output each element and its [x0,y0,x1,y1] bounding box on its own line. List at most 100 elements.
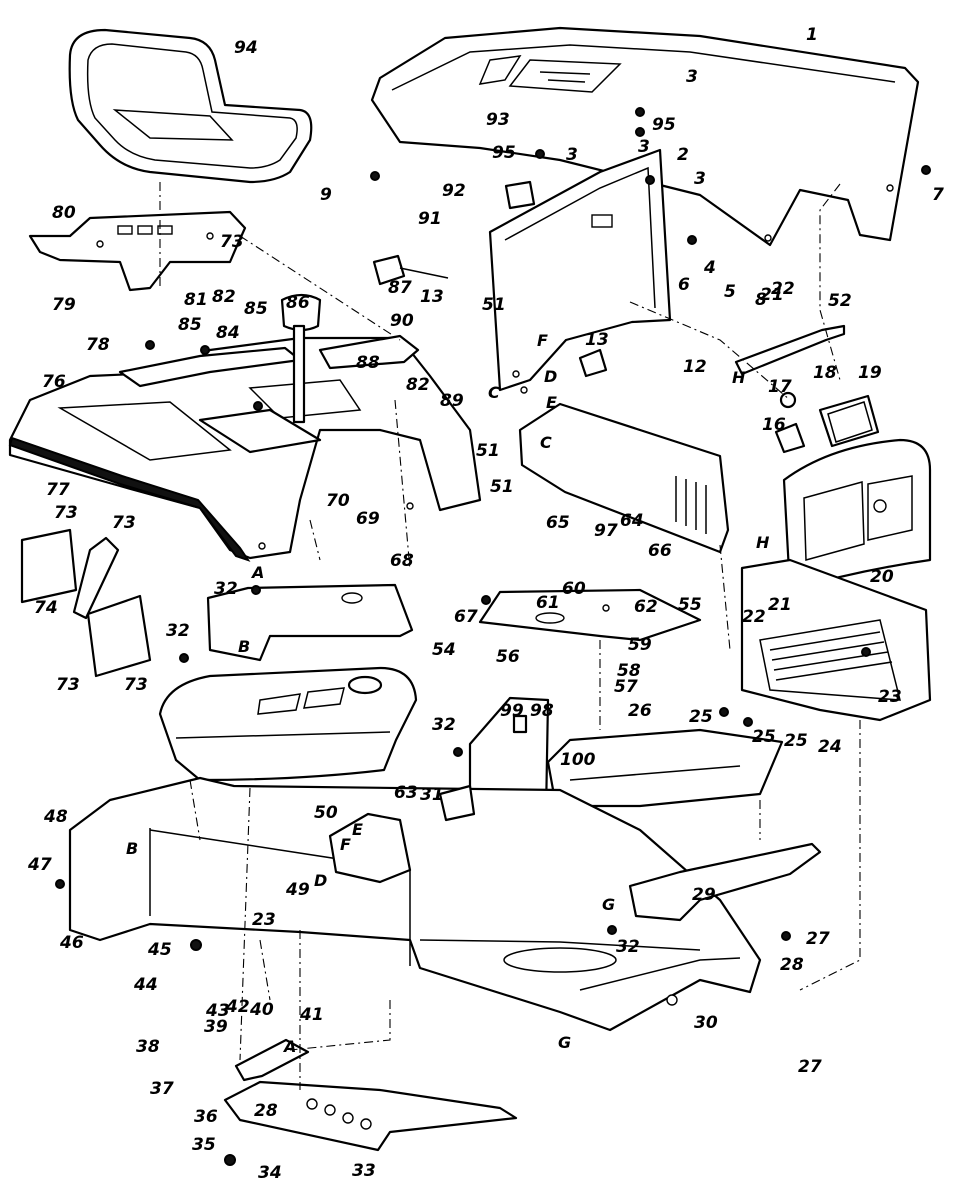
callout-29: 29 [692,885,716,905]
connection-letter-b: B [126,839,138,858]
callout-88: 88 [356,353,380,373]
callout-82: 82 [406,375,430,395]
callout-62: 62 [634,597,658,617]
callout-91: 91 [418,209,442,229]
callout-16: 16 [762,415,786,435]
callout-47: 47 [27,855,52,875]
callout-73: 73 [220,232,244,252]
callout-61: 61 [536,593,560,613]
fuel-tank [158,666,418,782]
callout-40: 40 [249,1000,274,1020]
throttle-control [372,254,449,286]
connection-letter-h: H [756,533,770,552]
battery-tray [478,588,702,642]
connection-letter-e: E [352,820,363,839]
callout-78: 78 [86,335,110,355]
callout-17: 17 [768,377,792,397]
callout-7: 7 [932,185,944,205]
callout-48: 48 [43,807,68,827]
callout-100: 100 [560,750,596,770]
callout-8: 8 [755,290,767,310]
callout-25: 25 [784,731,808,751]
callout-33: 33 [352,1161,376,1181]
callout-69: 69 [356,509,380,529]
assembly-lines [159,182,861,1090]
connection-letter-f: F [340,835,351,854]
callout-6: 6 [678,275,690,295]
callout-51: 51 [476,441,500,461]
callout-42: 42 [225,997,250,1017]
seat-mounting-plate [28,210,247,292]
callout-66: 66 [648,541,672,561]
callout-32: 32 [214,579,238,599]
callout-73: 73 [112,513,136,533]
wiring-connector [578,348,608,378]
callout-31: 31 [420,785,444,805]
callout-87: 87 [388,278,412,298]
callout-2: 2 [677,145,689,165]
callout-13: 13 [585,330,609,350]
callout-21: 21 [768,595,792,615]
callout-4: 4 [703,258,716,278]
callout-51: 51 [490,477,514,497]
headlight [818,394,880,448]
callout-34: 34 [258,1163,282,1183]
light-socket [774,391,806,454]
callout-74: 74 [34,598,58,618]
callout-20: 20 [870,567,894,587]
callout-64: 64 [620,511,644,531]
callout-12: 12 [683,357,707,377]
callout-63: 63 [394,783,418,803]
grille-housing [782,438,932,592]
callout-50: 50 [314,803,338,823]
callout-73: 73 [124,675,148,695]
callout-3: 3 [686,67,698,87]
callout-67: 67 [454,607,478,627]
callout-70: 70 [326,491,350,511]
footboard-bracket [234,1038,310,1082]
side-panel [518,402,730,554]
connection-letter-h: H [732,368,746,387]
callout-89: 89 [440,391,464,411]
solenoid [438,784,476,822]
callout-23: 23 [878,687,902,707]
callout-55: 55 [678,595,702,615]
callout-94: 94 [234,38,258,58]
callout-65: 65 [546,513,570,533]
callout-85: 85 [178,315,202,335]
callout-38: 38 [136,1037,160,1057]
callout-56: 56 [496,647,520,667]
connection-letter-a: A [250,563,264,582]
connection-letter-g: G [602,895,615,914]
callout-23: 23 [252,910,276,930]
height-adjust-knob [280,293,322,424]
callout-25: 25 [689,707,713,727]
lift-handle-assembly [20,528,152,678]
callout-24: 24 [818,737,842,757]
tank-bracket [206,583,414,662]
seat-spring-bracket [118,346,322,454]
callout-58: 58 [617,661,641,681]
callout-52: 52 [828,291,852,311]
callout-27: 27 [798,1057,822,1077]
callout-30: 30 [694,1013,718,1033]
callout-93: 93 [486,110,510,130]
connection-letter-d: D [544,367,557,386]
callout-73: 73 [54,503,78,523]
callout-92: 92 [442,181,466,201]
callout-25: 25 [752,727,776,747]
callout-45: 45 [147,940,172,960]
callout-3: 3 [566,145,578,165]
callout-46: 46 [59,933,84,953]
callout-41: 41 [299,1005,324,1025]
callout-9: 9 [320,185,332,205]
callout-32: 32 [616,937,640,957]
connection-letter-b: B [238,637,250,656]
callout-49: 49 [285,880,310,900]
callout-80: 80 [52,203,76,223]
callout-32: 32 [432,715,456,735]
callout-39: 39 [204,1017,228,1037]
